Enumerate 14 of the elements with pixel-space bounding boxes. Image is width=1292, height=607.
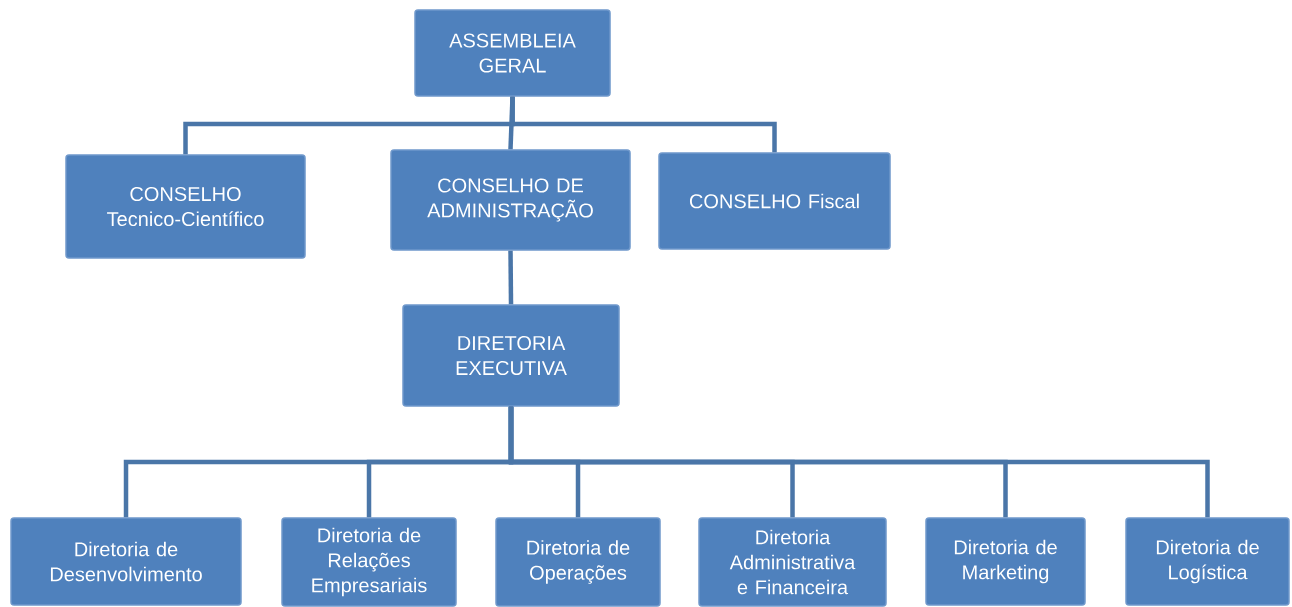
- org-box: Diretoria de Marketing: [925, 517, 1086, 606]
- connector-line: [510, 96, 777, 153]
- org-box: ASSEMBLEIA GERAL: [414, 9, 611, 97]
- connector-line: [508, 406, 1210, 518]
- org-box: Diretoria de Relações Empresariais: [281, 517, 457, 607]
- org-box: Diretoria de Desenvolvimento: [10, 517, 242, 606]
- org-box: Diretoria de Operações: [495, 517, 661, 607]
- org-box: CONSELHO Tecnico-Científico: [65, 154, 306, 259]
- org-box: DIRETORIA EXECUTIVA: [402, 304, 620, 407]
- org-box: Diretoria de Logística: [1125, 517, 1290, 606]
- org-box: CONSELHO Fiscal: [658, 152, 891, 250]
- org-box: Diretoria Administrativa e Financeira: [698, 517, 887, 607]
- org-box: CONSELHO DE ADMINISTRAÇÃO: [390, 149, 631, 251]
- connector-line: [508, 250, 514, 305]
